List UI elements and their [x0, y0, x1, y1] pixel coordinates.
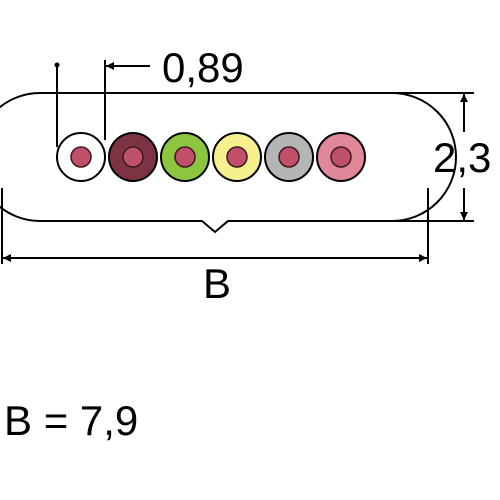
formula-variable: B — [4, 397, 33, 444]
width-formula: B = 7,9 — [4, 400, 138, 442]
conductor-spacing-label: 0,89 — [162, 44, 244, 91]
conductor-white-core — [70, 146, 92, 168]
conductor-gray-core — [278, 146, 300, 168]
thickness-label: 2,3 — [433, 134, 491, 181]
conductor-yellow-core — [226, 146, 248, 168]
conductor-green-core — [174, 146, 196, 168]
conductor-group — [56, 132, 366, 182]
spacing-dot — [54, 62, 60, 68]
formula-value: 7,9 — [79, 397, 139, 444]
conductor-maroon-core — [122, 146, 144, 168]
formula-equals: = — [43, 397, 69, 444]
width-label: B — [203, 260, 231, 307]
conductor-pink-core — [330, 146, 352, 168]
